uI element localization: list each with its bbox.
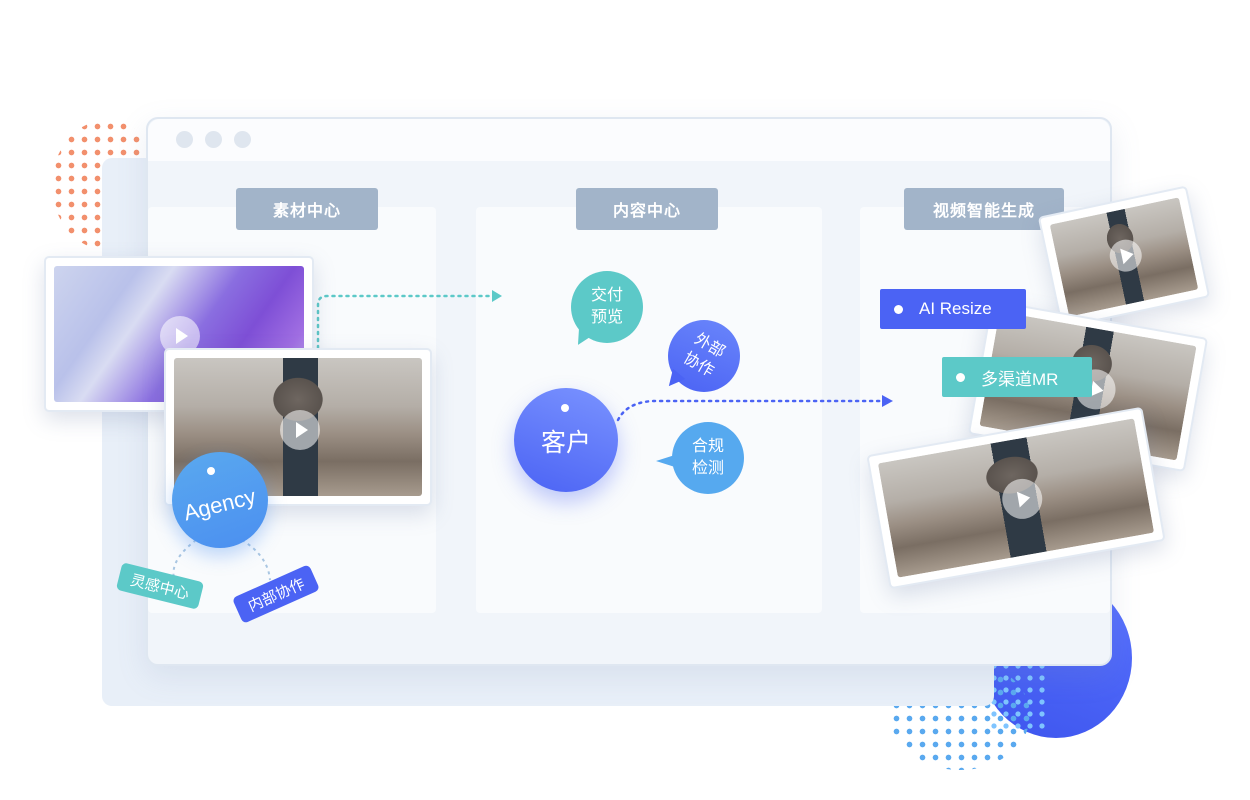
ai-resize-tag[interactable]: AI Resize xyxy=(880,289,1026,329)
window-titlebar xyxy=(148,119,1110,161)
client-dot xyxy=(561,404,569,412)
compliance-check-label: 合规检测 xyxy=(691,438,724,477)
multichannel-mr-tag[interactable]: 多渠道MR xyxy=(942,357,1092,397)
multichannel-mr-label: 多渠道MR xyxy=(981,369,1059,389)
bubble-external-collab[interactable]: 外部协作 xyxy=(668,320,740,392)
agency-dot xyxy=(207,467,215,475)
window-control-dot[interactable] xyxy=(205,131,222,148)
column-header-material[interactable]: 素材中心 xyxy=(236,188,378,230)
agency-bubble[interactable]: Agency xyxy=(172,452,268,548)
play-icon[interactable] xyxy=(1106,236,1145,275)
bullet-dot xyxy=(894,304,903,314)
agency-label: Agency xyxy=(181,483,259,526)
external-collab-label: 外部协作 xyxy=(680,331,728,381)
client-label: 客户 xyxy=(540,429,591,458)
cat-image xyxy=(1049,197,1199,317)
bubble-tail xyxy=(656,454,678,468)
decorative-light-dots xyxy=(988,660,1048,730)
window-control-dot[interactable] xyxy=(234,131,251,148)
play-icon[interactable] xyxy=(280,410,320,450)
bubble-delivery-preview[interactable]: 交付预览 xyxy=(571,271,643,343)
column-header-video-gen[interactable]: 视频智能生成 xyxy=(904,188,1064,230)
window-control-dot[interactable] xyxy=(176,131,193,148)
column-header-content[interactable]: 内容中心 xyxy=(576,188,718,230)
delivery-preview-label: 交付预览 xyxy=(590,287,623,326)
bullet-dot xyxy=(956,372,965,382)
bubble-compliance-check[interactable]: 合规检测 xyxy=(672,422,744,494)
ai-resize-label: AI Resize xyxy=(919,299,992,318)
play-icon[interactable] xyxy=(999,475,1046,523)
